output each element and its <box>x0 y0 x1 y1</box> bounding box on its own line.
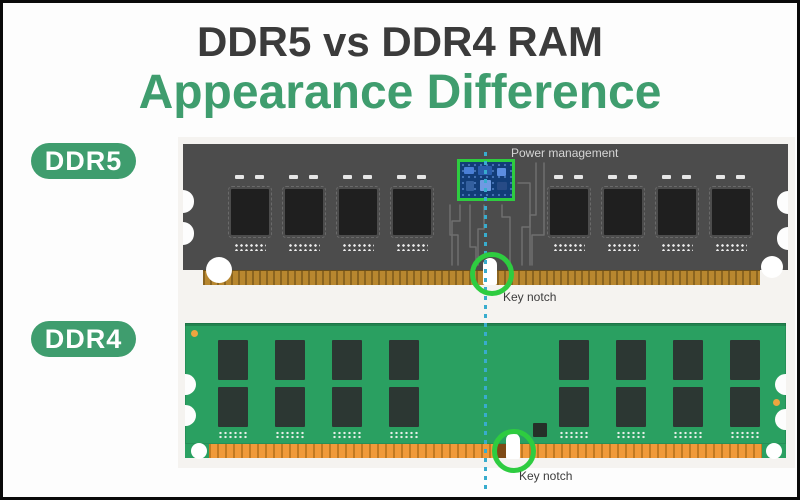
ddr4-chip-group-left-bottom <box>218 387 419 439</box>
memory-chip <box>730 387 760 439</box>
ddr5-key-notch-label: Key notch <box>503 290 557 304</box>
memory-chip <box>616 340 646 380</box>
ddr4-chip-group-right-top <box>559 340 760 380</box>
ddr4-fiducial-dot <box>191 330 198 337</box>
ddr5-mounting-hole <box>206 257 232 283</box>
memory-chip <box>332 340 362 380</box>
ddr5-right-edge-notch <box>777 191 788 214</box>
memory-chip <box>390 175 434 251</box>
ddr5-mounting-hole <box>761 256 783 278</box>
ddr5-label-badge: DDR5 <box>31 143 136 179</box>
ddr4-left-edge-notch <box>185 405 196 426</box>
ddr4-right-edge-notch <box>775 409 786 430</box>
memory-chip <box>336 175 380 251</box>
ddr4-fiducial-dot <box>773 399 780 406</box>
memory-chip <box>601 175 645 251</box>
ddr4-chip-group-right-bottom <box>559 387 760 439</box>
power-management-label: Power management <box>511 146 619 160</box>
ddr5-right-edge-notch <box>777 227 788 250</box>
ddr4-key-notch-label: Key notch <box>519 469 573 483</box>
memory-chip <box>218 340 248 380</box>
page-title: DDR5 vs DDR4 RAM <box>196 18 604 65</box>
ddr4-mounting-hole <box>191 443 207 459</box>
memory-chip <box>673 387 703 439</box>
ddr5-left-edge-notch <box>183 190 194 213</box>
ddr4-right-edge-notch <box>775 374 786 395</box>
memory-chip <box>547 175 591 251</box>
memory-chip <box>709 175 753 251</box>
memory-chip <box>389 340 419 380</box>
ddr4-chip-group-left-top <box>218 340 419 380</box>
page-subtitle: Appearance Difference <box>138 66 662 119</box>
ddr5-left-edge-notch <box>183 222 194 245</box>
memory-chip <box>228 175 272 251</box>
memory-chip <box>616 387 646 439</box>
memory-chip <box>730 340 760 380</box>
ddr4-mounting-hole <box>766 443 782 459</box>
memory-chip <box>673 340 703 380</box>
memory-chip <box>275 340 305 380</box>
memory-chip <box>275 387 305 439</box>
memory-chip <box>282 175 326 251</box>
spd-chip <box>533 423 547 437</box>
alignment-guide-line <box>484 152 487 492</box>
ddr5-chip-group-left <box>228 175 434 251</box>
ddr4-label-badge: DDR4 <box>31 321 136 357</box>
memory-chip <box>559 340 589 380</box>
ddr5-key-notch-highlight-ring <box>470 252 514 296</box>
memory-chip <box>218 387 248 439</box>
ddr4-left-edge-notch <box>185 374 196 395</box>
memory-chip <box>655 175 699 251</box>
memory-chip <box>559 387 589 439</box>
ddr5-chip-group-right <box>547 175 753 251</box>
ddr4-key-notch-highlight-ring <box>492 429 536 473</box>
memory-chip <box>332 387 362 439</box>
memory-chip <box>389 387 419 439</box>
